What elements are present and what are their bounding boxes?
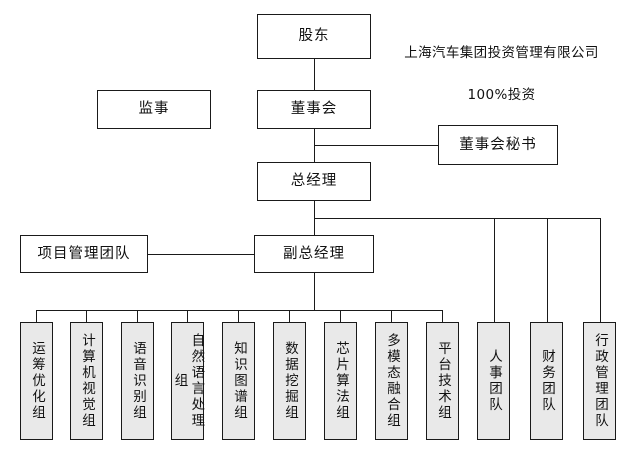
node-board-label: 董事会	[290, 101, 338, 118]
node-dept-3[interactable]: 语音识别组	[121, 322, 154, 440]
node-board-secretary-label: 董事会秘书	[459, 136, 537, 153]
connector-gm-finance	[546, 217, 548, 323]
node-dept-6[interactable]: 数据挖掘组	[273, 322, 306, 440]
node-dept-4[interactable]: 自然语言处理组	[171, 322, 204, 440]
node-dept-2-label: 计算机视觉组	[78, 333, 95, 429]
connector-gm-admin	[599, 217, 601, 323]
node-dept-11-label: 财务团队	[538, 349, 555, 413]
connector-gm-bus	[313, 217, 600, 219]
node-dept-8[interactable]: 多模态融合组	[375, 322, 408, 440]
node-dept-2[interactable]: 计算机视觉组	[70, 322, 103, 440]
node-dept-9-label: 平台技术组	[434, 341, 451, 421]
annotation-line-1: 上海汽车集团投资管理有限公司	[404, 44, 599, 61]
node-dept-10[interactable]: 人事团队	[477, 322, 510, 440]
connector-dept-5	[238, 310, 240, 322]
node-dept-4-label: 自然语言处理组	[171, 333, 205, 429]
connector-dgm-project-team	[148, 253, 254, 255]
node-dept-3-label: 语音识别组	[129, 341, 146, 421]
node-project-team-label: 项目管理团队	[37, 245, 131, 262]
node-supervisor-label: 监事	[138, 101, 170, 118]
node-dept-7-label: 芯片算法组	[332, 341, 349, 421]
node-dept-6-label: 数据挖掘组	[281, 341, 298, 421]
connector-dept-4	[187, 310, 189, 322]
node-shareholder-label: 股东	[298, 28, 330, 45]
connector-dept-8	[391, 310, 393, 322]
node-dept-5-label: 知识图谱组	[230, 341, 247, 421]
connector-dept-2	[86, 310, 88, 322]
connector-dept-1	[36, 310, 38, 322]
node-dept-10-label: 人事团队	[485, 349, 502, 413]
node-dept-5[interactable]: 知识图谱组	[222, 322, 255, 440]
connector-board-secretary	[313, 144, 439, 146]
node-dept-12-label: 行政管理团队	[591, 333, 608, 429]
connector-dgm-down	[313, 272, 315, 311]
node-shareholder[interactable]: 股东	[257, 14, 371, 59]
node-dept-1[interactable]: 运筹优化组	[20, 322, 53, 440]
node-board[interactable]: 董事会	[257, 90, 371, 129]
node-general-manager[interactable]: 总经理	[257, 162, 371, 201]
connector-dept-bus	[36, 310, 443, 312]
node-dept-1-label: 运筹优化组	[28, 341, 45, 421]
connector-dept-3	[137, 310, 139, 322]
node-dept-9[interactable]: 平台技术组	[426, 322, 459, 440]
connector-gm-hr	[493, 217, 495, 323]
connector-board-gm	[313, 144, 315, 163]
node-deputy-general-manager-label: 副总经理	[283, 245, 345, 262]
node-supervisor[interactable]: 监事	[97, 90, 211, 129]
connector-dept-6	[289, 310, 291, 322]
node-dept-7[interactable]: 芯片算法组	[324, 322, 357, 440]
annotation-line-2: 100%投资	[467, 86, 536, 103]
node-dept-8-label: 多模态融合组	[383, 333, 400, 429]
node-board-secretary[interactable]: 董事会秘书	[438, 125, 558, 165]
node-project-team[interactable]: 项目管理团队	[20, 235, 148, 273]
connector-dept-7	[340, 310, 342, 322]
connector-shareholder-board	[313, 58, 315, 90]
node-general-manager-label: 总经理	[290, 173, 338, 190]
connector-board-down	[313, 128, 315, 145]
connector-dept-9	[442, 310, 444, 322]
investment-annotation: 上海汽车集团投资管理有限公司 100%投资	[389, 22, 614, 106]
node-dept-12[interactable]: 行政管理团队	[583, 322, 616, 440]
node-deputy-general-manager[interactable]: 副总经理	[254, 235, 374, 273]
node-dept-11[interactable]: 财务团队	[530, 322, 563, 440]
